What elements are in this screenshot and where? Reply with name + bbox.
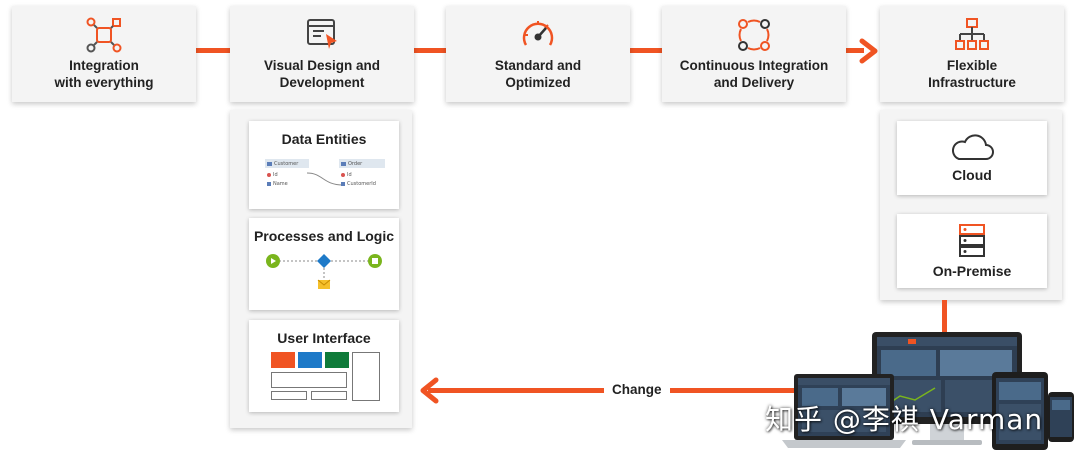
key-icon <box>341 173 345 177</box>
data-entities-card[interactable]: Data Entities Customer Id Name Order Id … <box>249 121 399 209</box>
order-field-id: Id <box>347 172 352 178</box>
ui-block-tall <box>352 352 380 401</box>
connector-3-4 <box>628 48 664 53</box>
ui-block-red <box>271 352 295 368</box>
ui-block-green <box>325 352 349 368</box>
step-continuous-integration[interactable]: Continuous Integration and Delivery <box>662 6 846 102</box>
devices-illustration <box>782 332 1074 450</box>
ui-block-small-right <box>311 391 347 400</box>
feedback-line-right <box>670 388 794 393</box>
hierarchy-icon <box>955 18 989 50</box>
key-icon <box>267 173 271 177</box>
entity-relation-line <box>306 172 344 186</box>
feedback-line-left <box>428 388 604 393</box>
customer-field-name: Name <box>273 181 288 187</box>
order-entity: Order Id CustomerId <box>339 159 385 195</box>
network-nodes-icon <box>86 17 122 53</box>
user-interface-title: User Interface <box>277 330 371 346</box>
step-label: Integration with everything <box>54 58 154 90</box>
server-rack-icon <box>959 224 985 257</box>
step-standard-optimized[interactable]: Standard and Optimized <box>446 6 630 102</box>
step-integration[interactable]: Integration with everything <box>12 6 196 102</box>
change-label: Change <box>612 382 662 397</box>
ui-block-wide <box>271 372 347 388</box>
connector-infra-devices <box>942 300 947 336</box>
user-interface-card[interactable]: User Interface <box>249 320 399 412</box>
on-premise-label: On-Premise <box>932 263 1012 279</box>
step-label: Visual Design and Development <box>263 58 381 90</box>
field-icon <box>341 182 345 186</box>
step-label: Standard and Optimized <box>494 58 582 90</box>
data-entities-title: Data Entities <box>281 131 367 147</box>
processes-logic-card[interactable]: Processes and Logic <box>249 218 399 310</box>
customer-field-id: Id <box>273 172 278 178</box>
cloud-card[interactable]: Cloud <box>897 121 1047 195</box>
table-icon <box>341 161 346 166</box>
ui-block-small-left <box>271 391 307 400</box>
connector-1-2 <box>196 48 232 53</box>
step-label: Continuous Integration and Delivery <box>679 58 829 90</box>
decision-node-icon <box>317 254 331 268</box>
customer-entity-name: Customer <box>274 160 299 167</box>
arrowhead-right <box>859 38 878 64</box>
step-visual-design[interactable]: Visual Design and Development <box>230 6 414 102</box>
connector-4-5 <box>844 48 864 53</box>
ui-block-blue <box>298 352 322 368</box>
watermark: 知乎 @李祺 Varman <box>765 403 1044 436</box>
gauge-icon <box>522 21 554 46</box>
design-screen-icon <box>307 19 337 49</box>
connector-2-3 <box>412 48 448 53</box>
on-premise-card[interactable]: On-Premise <box>897 214 1047 288</box>
processes-logic-title: Processes and Logic <box>253 228 395 244</box>
arrowhead-left <box>420 377 439 404</box>
cloud-label: Cloud <box>952 167 992 183</box>
step-flexible-infrastructure[interactable]: Flexible Infrastructure <box>880 6 1064 102</box>
cycle-icon <box>738 19 770 51</box>
cloud-icon <box>952 134 994 160</box>
order-entity-name: Order <box>348 160 363 167</box>
step-label: Flexible Infrastructure <box>928 58 1016 90</box>
process-flow-diagram <box>266 254 382 289</box>
table-icon <box>267 161 272 166</box>
field-icon <box>267 182 271 186</box>
customer-entity: Customer Id Name <box>265 159 309 195</box>
order-field-customerid: CustomerId <box>347 181 376 187</box>
